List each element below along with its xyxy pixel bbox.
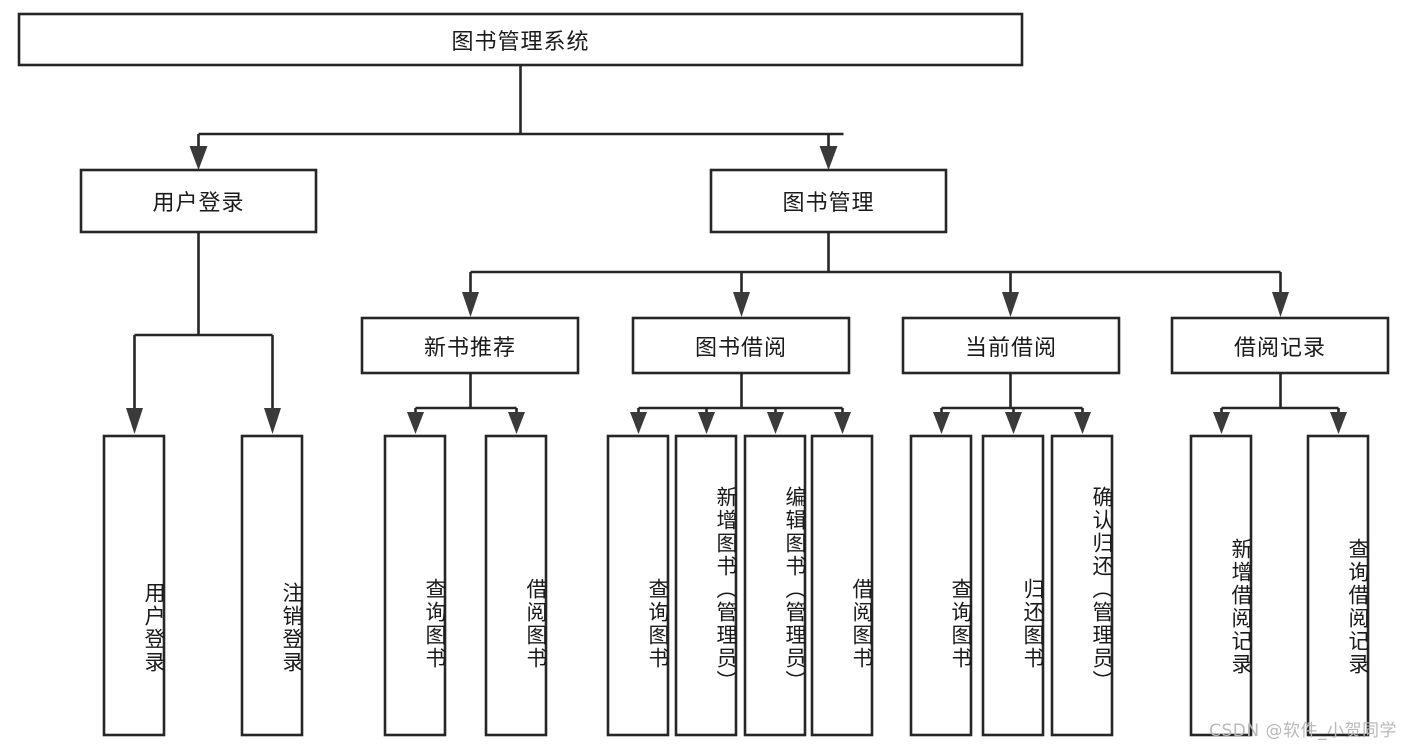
arrow-head-leaf-borrow-book-1 — [508, 412, 525, 434]
arrow-head-leaf-return-book — [1005, 412, 1022, 434]
node-box-leaf-query-borrow-record[interactable] — [1306, 434, 1370, 737]
node-box-leaf-user-login[interactable] — [102, 434, 166, 737]
arrow-head-user-login — [189, 146, 208, 170]
arrow-head-leaf-logout — [264, 408, 281, 434]
node-box-user-login[interactable] — [79, 168, 318, 234]
arrow-head-book-management — [819, 146, 838, 170]
node-box-book-management[interactable] — [709, 168, 948, 234]
node-box-leaf-logout[interactable] — [240, 434, 304, 737]
connector-group-root — [189, 65, 844, 170]
arrow-head-new-book-recommend — [462, 292, 479, 317]
node-box-leaf-query-book-2[interactable] — [606, 434, 670, 737]
node-box-leaf-query-book-1[interactable] — [383, 434, 447, 737]
arrow-head-leaf-query-book-1 — [407, 412, 424, 434]
csdn-watermark: CSDN @软件_小贺同学 — [1209, 721, 1397, 741]
arrow-head-leaf-query-borrow-record — [1330, 412, 1347, 434]
node-box-leaf-add-borrow-record[interactable] — [1189, 434, 1253, 737]
arrow-head-current-borrow — [1002, 292, 1019, 317]
arrow-head-leaf-query-book-2 — [630, 412, 647, 434]
node-box-new-book-recommend[interactable] — [360, 316, 580, 375]
connector-group-book-management — [462, 232, 1289, 317]
arrow-head-leaf-edit-book-admin — [767, 412, 784, 434]
node-box-leaf-edit-book-admin[interactable] — [743, 434, 807, 737]
node-box-borrow-records[interactable] — [1170, 316, 1390, 375]
arrow-head-borrow-records — [1272, 292, 1289, 317]
arrow-head-leaf-confirm-return-admin — [1074, 412, 1091, 434]
connector-group-new-book-recommend — [407, 373, 525, 434]
arrow-head-leaf-add-book-admin — [698, 412, 715, 434]
node-box-leaf-add-book-admin[interactable] — [674, 434, 738, 737]
node-box-leaf-borrow-book-2[interactable] — [810, 434, 874, 737]
connector-group-book-borrow — [630, 373, 851, 434]
node-box-current-borrow[interactable] — [901, 316, 1121, 375]
node-box-leaf-return-book[interactable] — [981, 434, 1045, 737]
connector-group-current-borrow — [933, 373, 1091, 434]
arrow-head-book-borrow — [733, 292, 750, 317]
node-box-leaf-query-book-3[interactable] — [909, 434, 973, 737]
node-box-root[interactable] — [17, 12, 1024, 67]
arrow-head-leaf-add-borrow-record — [1213, 412, 1230, 434]
node-box-leaf-confirm-return-admin[interactable] — [1050, 434, 1114, 737]
arrow-head-leaf-user-login — [126, 408, 143, 434]
node-box-book-borrow[interactable] — [631, 316, 851, 375]
connector-group-borrow-records — [1213, 373, 1347, 434]
node-box-leaf-borrow-book-1[interactable] — [484, 434, 548, 737]
arrow-head-leaf-borrow-book-2 — [834, 412, 851, 434]
arrow-head-leaf-query-book-3 — [933, 412, 950, 434]
connector-group-user-login — [126, 232, 281, 434]
